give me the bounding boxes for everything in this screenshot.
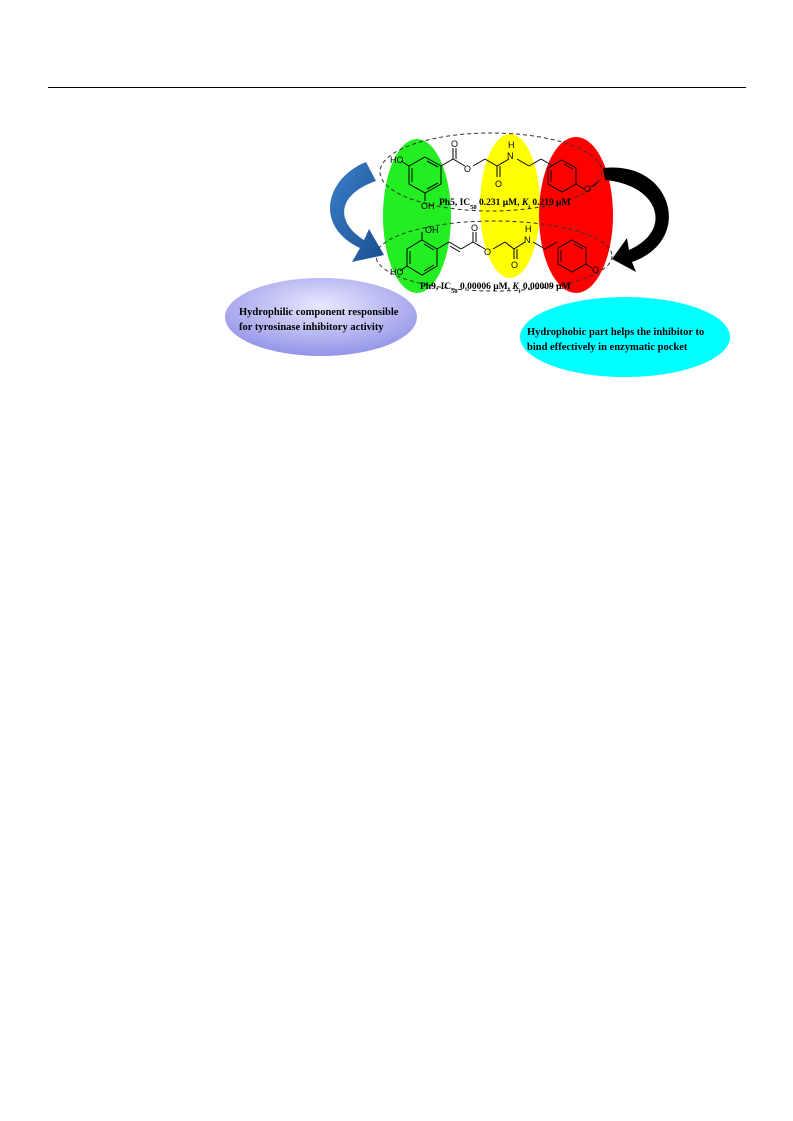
hydrophobic-note-bubble: [520, 297, 730, 377]
compound-bottom-outline: [375, 220, 613, 292]
hydrophilic-note-bubble: [225, 278, 417, 356]
bottom-amide-h: H: [525, 224, 532, 234]
bottom-ester-o: O: [484, 247, 491, 257]
hydrophilic-note-line2: for tyrosinase inhibitory activity: [239, 322, 384, 333]
compound-top-structure: HO OH O O O H N O: [390, 139, 599, 211]
bottom-oh-upper: OH: [425, 225, 439, 235]
left-curved-arrow-icon: [329, 162, 384, 262]
top-methoxy-o: O: [584, 184, 591, 194]
top-amide-carbonyl-o: O: [495, 179, 502, 189]
compound-bottom-structure: OH HO O O O H N O: [390, 223, 599, 277]
top-amide-h: H: [508, 140, 515, 150]
header-rule: [48, 87, 746, 88]
top-amide-n: N: [507, 151, 514, 161]
hydrophobic-note-line2: bind effectively in enzymatic pocket: [527, 342, 688, 353]
hydrophobic-note-line1: Hydrophobic part helps the inhibitor to: [527, 327, 704, 338]
hydrophilic-highlight: [383, 139, 451, 293]
hydrophilic-note-line1: Hydrophilic component responsible: [239, 307, 399, 318]
compound-top-caption: Ph5, IC50 0.231 μM, Ki 0.219 μM: [439, 198, 571, 211]
bottom-amide-n: N: [524, 235, 531, 245]
top-ester-o: O: [464, 164, 471, 174]
compound-top-outline: [379, 132, 603, 212]
bottom-carbonyl-o: O: [471, 223, 478, 233]
top-oh-lower: OH: [421, 201, 435, 211]
bottom-methoxy-o: O: [592, 265, 599, 275]
compound-bottom-caption: Ph9, IC50 0.00006 μM, Ki 0.00009 μM: [420, 282, 571, 295]
bottom-amide-carbonyl-o: O: [511, 260, 518, 270]
bottom-oh-lower: HO: [390, 267, 404, 277]
top-carbonyl-o: O: [451, 139, 458, 149]
right-curved-arrow-icon: [603, 167, 669, 272]
top-oh-upper: HO: [390, 155, 404, 165]
